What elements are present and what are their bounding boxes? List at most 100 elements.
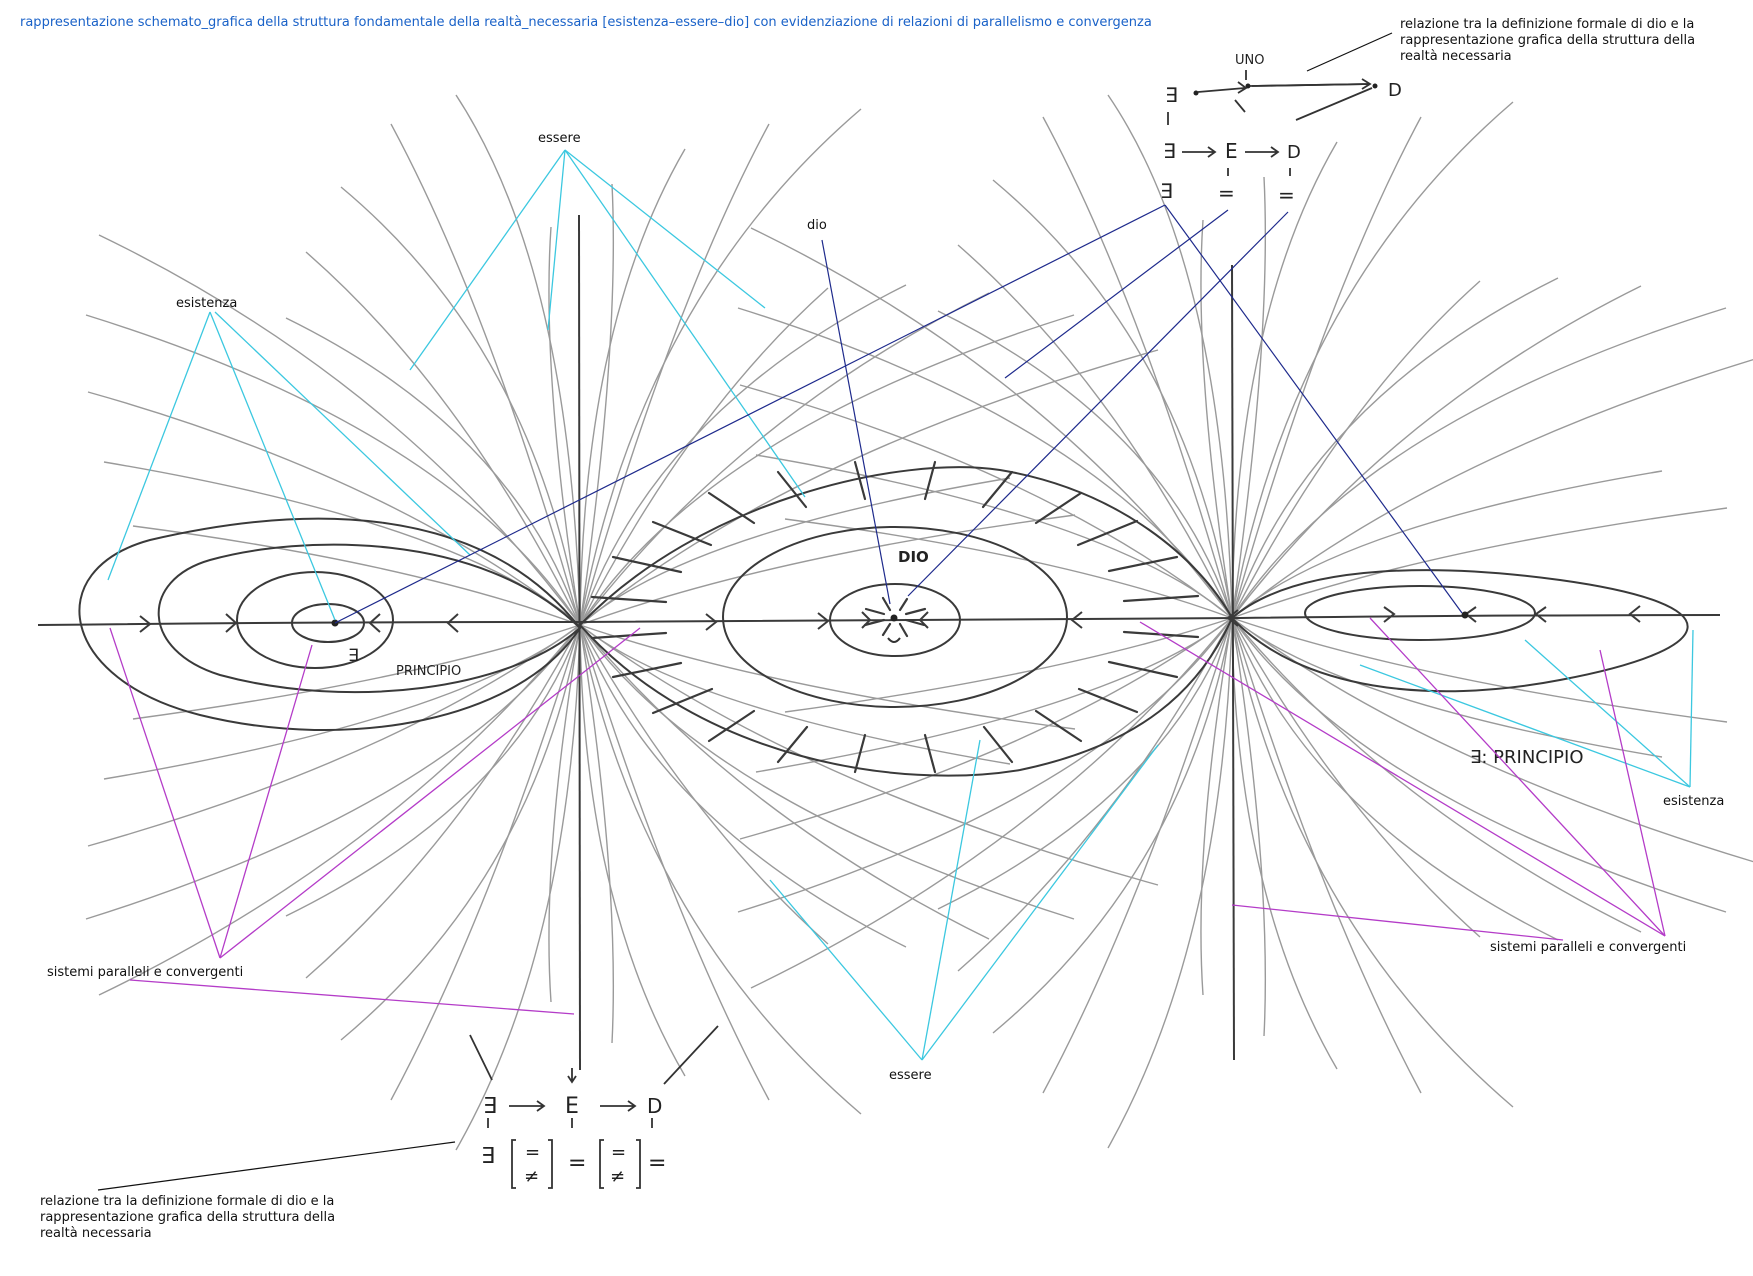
field-line — [1232, 618, 1480, 937]
navy-leader — [1165, 205, 1462, 613]
field-line — [993, 180, 1232, 618]
formula-top-exists-1: ∃ — [1165, 83, 1178, 107]
cyan-leader — [922, 745, 1158, 1060]
cyan-leader — [410, 150, 565, 370]
field-line — [1232, 286, 1641, 618]
field-line — [104, 625, 580, 779]
dio-ray — [1036, 711, 1081, 741]
field-line — [1232, 618, 1558, 940]
dio-ray — [855, 462, 865, 499]
label-esistenza-left: esistenza — [176, 296, 237, 312]
center-dots — [332, 84, 1469, 627]
relazione-bottom-line-2: rappresentazione grafica della struttura… — [40, 1210, 335, 1226]
left-oval-mid — [159, 545, 580, 693]
formula-bottom-e: E — [565, 1094, 579, 1119]
exists-left-handwritten: ∃ — [348, 646, 359, 666]
magenta-leader — [130, 980, 574, 1014]
field-line — [1108, 95, 1232, 618]
field-line — [740, 385, 1232, 618]
formula-top-exists-3: ∃ — [1160, 179, 1173, 203]
magenta-leader — [1600, 650, 1665, 936]
formula-bottom-eq-2: = — [568, 1151, 586, 1176]
principio-left-handwritten: PRINCIPIO — [396, 664, 461, 679]
magenta-leader — [110, 628, 220, 958]
left-oval-inner — [237, 572, 393, 668]
dio-inner-ray — [866, 609, 884, 614]
dio-inner-ray — [900, 624, 907, 636]
formula-bottom-neq-1: ≠ — [524, 1166, 539, 1187]
formula-bottom-exists-2: ∃ — [481, 1144, 495, 1169]
formula-bottom-eq-3: = — [611, 1142, 626, 1163]
field-line — [1232, 278, 1558, 618]
dio-ray — [925, 735, 935, 772]
relazione-bottom-line-3: realtà necessaria — [40, 1226, 335, 1242]
dio-ray — [709, 711, 754, 741]
field-line — [958, 245, 1232, 618]
navy-leader — [908, 212, 1288, 596]
field-line — [286, 318, 580, 625]
label-sistemi-right: sistemi paralleli e convergenti — [1490, 940, 1686, 956]
formula-bottom-eq-1: = — [525, 1142, 540, 1163]
right-vertical-axis — [1232, 265, 1234, 1060]
field-line — [1232, 618, 1727, 722]
dio-ray — [1109, 662, 1177, 677]
formula-top-d-1: D — [1388, 80, 1402, 101]
dio-inner-ray — [883, 624, 890, 635]
relazione-top-line-2: rappresentazione grafica della struttura… — [1400, 33, 1695, 49]
uno-handwritten: UNO — [1235, 53, 1264, 68]
cyan-leader — [565, 150, 765, 308]
field-line — [938, 618, 1232, 909]
field-line — [580, 625, 828, 944]
field-line — [456, 95, 580, 625]
esistenza-essere-leaders — [108, 150, 1693, 1060]
field-line — [580, 350, 1158, 625]
relazione-top-line-3: realtà necessaria — [1400, 49, 1695, 65]
principio-right-handwritten: ∃: PRINCIPIO — [1470, 747, 1584, 768]
dio-ray — [653, 522, 711, 545]
formula-bottom-neq-2: ≠ — [610, 1166, 625, 1187]
field-line — [580, 625, 1158, 885]
relazione-bottom-line-1: relazione tra la definizione formale di … — [40, 1194, 335, 1210]
field-line — [756, 618, 1232, 772]
label-essere-bottom: essere — [889, 1068, 932, 1084]
formula-bottom-exists-1: ∃ — [483, 1094, 497, 1119]
cyan-leader — [1690, 630, 1693, 787]
formula-bottom-eq-4: = — [648, 1151, 666, 1176]
page-title: rappresentazione schemato_grafica della … — [20, 14, 1260, 31]
central-lens-lower — [580, 618, 1232, 776]
field-line — [580, 293, 989, 625]
cyan-leader — [1360, 665, 1690, 787]
relation-leaders-black — [98, 33, 1392, 1190]
cyan-leader — [108, 312, 210, 580]
label-essere-top: essere — [538, 131, 581, 147]
relazione-top-line-1: relazione tra la definizione formale di … — [1400, 17, 1695, 33]
label-sistemi-left: sistemi paralleli e convergenti — [47, 965, 243, 981]
label-dio: dio — [807, 218, 827, 234]
magenta-leader — [220, 645, 312, 958]
field-line — [104, 462, 580, 625]
label-relazione-bottom: relazione tra la definizione formale di … — [40, 1194, 335, 1242]
dio-ray — [1109, 557, 1177, 571]
smile-mark — [888, 638, 900, 642]
field-line — [938, 311, 1232, 618]
field-line — [756, 455, 1232, 618]
navy-leader — [1005, 210, 1228, 378]
field-line — [133, 526, 580, 625]
field-line — [88, 625, 580, 846]
cyan-leader — [210, 312, 335, 620]
magenta-leader — [1140, 622, 1665, 936]
formula-top-e: E — [1225, 139, 1238, 163]
formula-bottom-d: D — [647, 1094, 662, 1118]
magenta-leader — [1232, 905, 1563, 940]
dio-inner-ray — [900, 599, 907, 610]
field-line — [1232, 343, 1753, 618]
formula-top-eq-1: = — [1218, 181, 1235, 205]
formula-top-exists-2: ∃ — [1163, 139, 1176, 163]
sketch — [38, 215, 1720, 1070]
dio-ray — [709, 493, 754, 523]
left-vertical-axis — [579, 215, 580, 1070]
field-line — [785, 618, 1232, 712]
formula-top-d-2: D — [1287, 142, 1301, 163]
dio-handwritten: DIO — [898, 548, 929, 566]
